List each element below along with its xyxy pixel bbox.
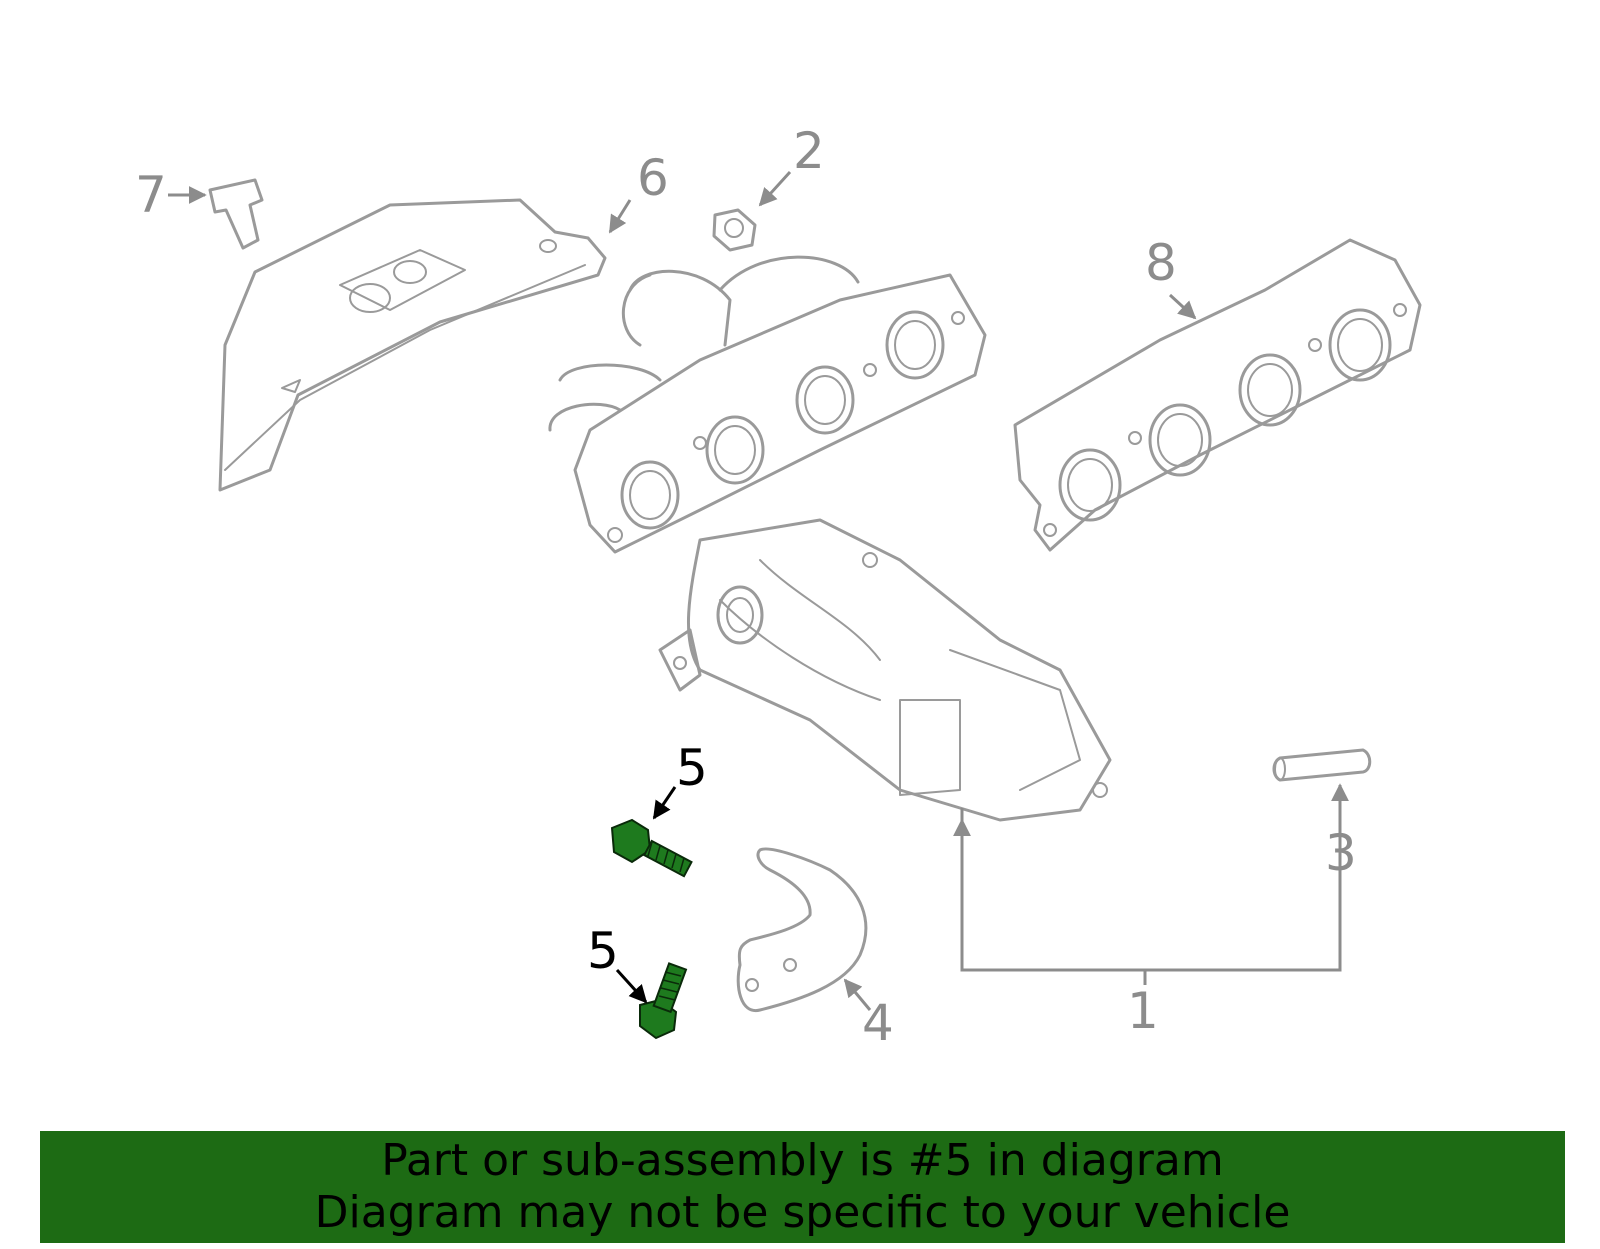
- part-2-nut[interactable]: [712, 208, 757, 252]
- part-4-bracket[interactable]: [736, 847, 868, 1012]
- part-7-clip[interactable]: [208, 178, 264, 250]
- banner-line-2: Diagram may not be specific to your vehi…: [314, 1187, 1291, 1238]
- banner-line-1: Part or sub-assembly is #5 in diagram: [381, 1135, 1224, 1186]
- part-3-stud[interactable]: [1272, 748, 1372, 782]
- leader-lines: [168, 170, 1349, 1011]
- callout-1: 1: [1127, 982, 1159, 1040]
- callout-2: 2: [793, 122, 825, 180]
- callout-7: 7: [135, 166, 167, 224]
- part-5-bolt-lower[interactable]: [639, 962, 688, 1040]
- part-8-gasket[interactable]: [1013, 238, 1422, 552]
- part-6-heat-shield[interactable]: [218, 198, 607, 492]
- info-banner: Part or sub-assembly is #5 in diagram Di…: [40, 1131, 1565, 1243]
- callout-3: 3: [1325, 824, 1357, 882]
- part-1-exhaust-manifold[interactable]: [548, 255, 1112, 822]
- callout-6: 6: [637, 149, 669, 207]
- callout-8: 8: [1145, 234, 1177, 292]
- callout-4: 4: [862, 994, 894, 1052]
- callout-5-upper: 5: [676, 739, 708, 797]
- part-5-bolt-upper[interactable]: [610, 818, 693, 878]
- callout-5-lower: 5: [587, 922, 619, 980]
